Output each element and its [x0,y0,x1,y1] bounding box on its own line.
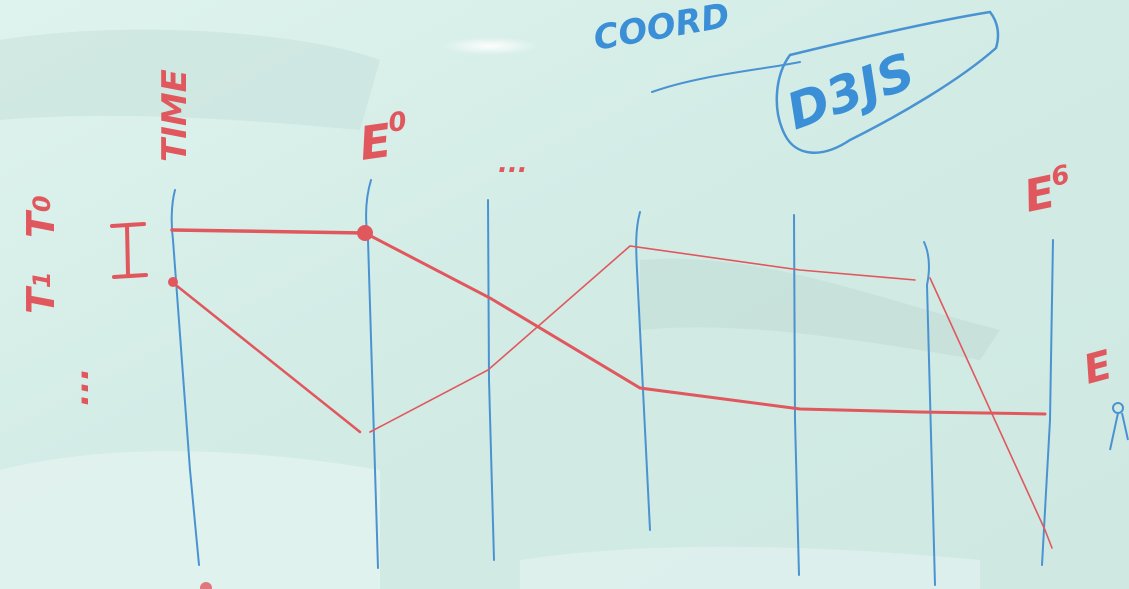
shadow-reflection-right [640,258,1000,360]
path-b-segment-2 [369,245,916,433]
path-a-segment-2 [363,231,1047,416]
blue-axes [170,179,1054,586]
glare-bottom-left [0,451,380,589]
path-a-segment-1 [170,228,367,235]
path-b-segment-1 [170,280,362,434]
axis-1 [170,189,200,566]
node-dot-e0 [357,225,373,241]
i-marker-shape [110,222,148,279]
t0-label: T0 [19,195,63,238]
glare-bottom-right [520,546,980,589]
axis-7 [1041,239,1054,566]
top-ellipsis: ... [498,149,528,179]
red-paths [170,228,1053,549]
axis-3 [487,199,495,561]
vertical-ellipsis: ... [57,367,97,406]
t1-label: T1 [19,271,63,314]
path-b-end [1044,529,1053,549]
axis-6 [923,241,936,586]
e0-label: E0 [355,107,412,171]
node-dot-start [168,277,178,287]
axis-4 [635,211,651,531]
d3js-outline [775,10,1000,154]
time-label: TIME [155,69,195,162]
shadow-reflection-left [0,29,380,130]
ceiling-light-reflection [442,37,538,55]
path-b-segment-3 [929,277,1046,531]
axis-5 [793,214,800,576]
red-smudge [200,582,212,589]
partial-blue-mark [1109,402,1129,451]
